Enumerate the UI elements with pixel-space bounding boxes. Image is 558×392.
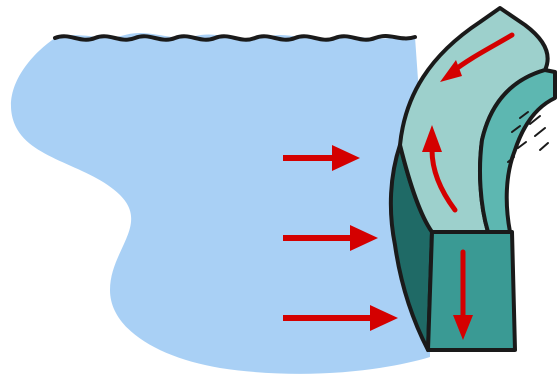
arch-force-arrowhead-top: [440, 60, 462, 82]
pressure-arrowhead: [370, 305, 398, 331]
dam-texture-marks: [507, 111, 549, 163]
texture-mark: [507, 156, 515, 163]
dam-front-block: [426, 230, 517, 352]
water-surface-line: [53, 34, 417, 42]
internal-force-arrows: [422, 32, 515, 340]
pressure-arrowhead: [350, 225, 378, 251]
texture-mark: [534, 127, 546, 137]
pressure-arrowhead: [332, 145, 360, 171]
vertical-force-arrowhead: [453, 315, 473, 340]
arch-force-arrow-mid: [429, 147, 458, 213]
water-pressure-arrows: [283, 145, 398, 331]
texture-mark: [539, 142, 549, 151]
pressure-arrow: [283, 145, 360, 171]
pressure-arrow: [283, 305, 398, 331]
texture-mark: [529, 115, 541, 125]
texture-mark: [511, 125, 521, 133]
arch-force-arrowhead-mid: [422, 125, 442, 152]
water-body: [10, 32, 430, 374]
texture-mark: [519, 111, 529, 119]
pressure-arrow: [283, 225, 378, 251]
texture-mark: [517, 141, 527, 149]
